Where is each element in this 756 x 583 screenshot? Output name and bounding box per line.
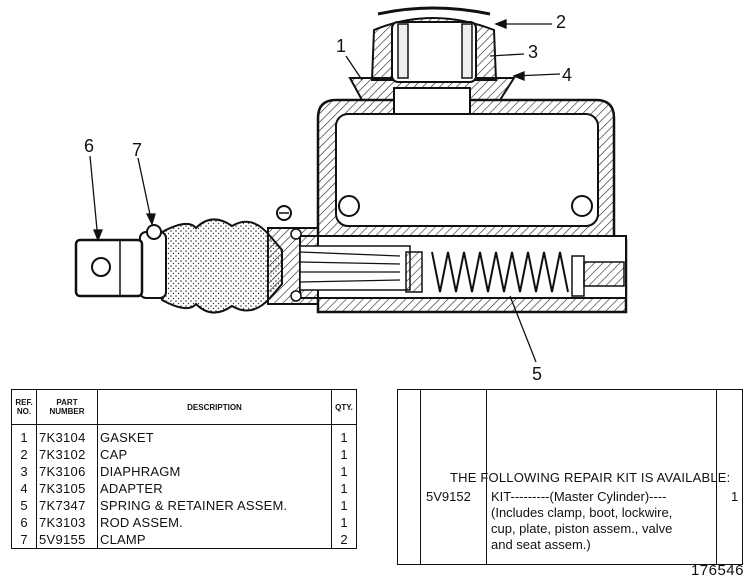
row-description: GASKET xyxy=(97,424,332,446)
row-qty: 1 xyxy=(331,480,357,497)
repair-kit-part-number: 5V9152 xyxy=(426,489,471,504)
row-qty: 2 xyxy=(331,531,357,549)
row-part-number: 7K7347 xyxy=(36,497,98,514)
master-cylinder-diagram: 1 2 3 4 5 6 7 xyxy=(74,6,628,380)
leader-lines xyxy=(89,19,561,363)
table-row: 2 7K3102 CAP 1 xyxy=(11,446,357,463)
repair-kit-name: KIT xyxy=(491,489,511,504)
callout-1: 1 xyxy=(336,36,346,56)
header-ref-no: REF. NO. xyxy=(11,389,37,425)
row-description: CLAMP xyxy=(97,531,332,549)
repair-kit-qty: 1 xyxy=(731,489,739,504)
callout-2: 2 xyxy=(556,12,566,32)
divider xyxy=(420,390,421,564)
repair-kit-box: THE FOLLOWING REPAIR KIT IS AVAILABLE: 5… xyxy=(397,389,743,565)
row-description: CAP xyxy=(97,446,332,463)
repair-kit-heading: THE FOLLOWING REPAIR KIT IS AVAILABLE: xyxy=(450,470,731,485)
row-description: DIAPHRAGM xyxy=(97,463,332,480)
row-part-number: 7K3104 xyxy=(36,424,98,446)
table-row: 5 7K7347 SPRING & RETAINER ASSEM. 1 xyxy=(11,497,357,514)
repair-kit-description: KIT---------(Master Cylinder)---- (Inclu… xyxy=(491,489,673,552)
table-row: 1 7K3104 GASKET 1 xyxy=(11,424,357,446)
repair-kit-includes-line: cup, plate, piston assem., valve xyxy=(491,521,673,536)
clamp xyxy=(139,205,302,302)
header-description: DESCRIPTION xyxy=(97,389,332,425)
row-ref: 6 xyxy=(11,514,37,531)
header-part-number: PART NUMBER xyxy=(36,389,98,425)
push-rod-clevis xyxy=(74,238,144,298)
row-description: SPRING & RETAINER ASSEM. xyxy=(97,497,332,514)
table-row: 4 7K3105 ADAPTER 1 xyxy=(11,480,357,497)
callout-3: 3 xyxy=(528,42,538,62)
repair-kit-qualifier: (Master Cylinder) xyxy=(549,489,650,504)
row-part-number: 7K3105 xyxy=(36,480,98,497)
row-ref: 2 xyxy=(11,446,37,463)
header-qty: QTY. xyxy=(331,389,357,425)
repair-kit-includes-line: and seat assem.) xyxy=(491,537,591,552)
row-qty: 1 xyxy=(331,514,357,531)
row-qty: 1 xyxy=(331,446,357,463)
reservoir-cap-assembly xyxy=(348,6,516,115)
rubber-boot xyxy=(156,218,283,314)
callout-7: 7 xyxy=(132,140,142,160)
table-row: 6 7K3103 ROD ASSEM. 1 xyxy=(11,514,357,531)
row-ref: 5 xyxy=(11,497,37,514)
piston-spring-assembly xyxy=(299,245,625,297)
parts-table: REF. NO. PART NUMBER DESCRIPTION QTY. 1 … xyxy=(11,389,357,549)
table-row: 7 5V9155 CLAMP 2 xyxy=(11,531,357,549)
row-part-number: 7K3106 xyxy=(36,463,98,480)
callout-6: 6 xyxy=(84,136,94,156)
row-ref: 4 xyxy=(11,480,37,497)
repair-kit-includes-line: (Includes clamp, boot, lockwire, xyxy=(491,505,673,520)
row-qty: 1 xyxy=(331,463,357,480)
figure-number: 176546 xyxy=(690,562,744,579)
row-ref: 3 xyxy=(11,463,37,480)
row-description: ROD ASSEM. xyxy=(97,514,332,531)
row-qty: 1 xyxy=(331,497,357,514)
callout-4: 4 xyxy=(562,65,572,85)
divider xyxy=(716,390,717,564)
divider xyxy=(486,390,487,564)
callout-5: 5 xyxy=(532,364,542,380)
row-description: ADAPTER xyxy=(97,480,332,497)
row-ref: 7 xyxy=(11,531,37,549)
row-qty: 1 xyxy=(331,424,357,446)
row-part-number: 5V9155 xyxy=(36,531,98,549)
table-row: 3 7K3106 DIAPHRAGM 1 xyxy=(11,463,357,480)
row-ref: 1 xyxy=(11,424,37,446)
row-part-number: 7K3103 xyxy=(36,514,98,531)
row-part-number: 7K3102 xyxy=(36,446,98,463)
